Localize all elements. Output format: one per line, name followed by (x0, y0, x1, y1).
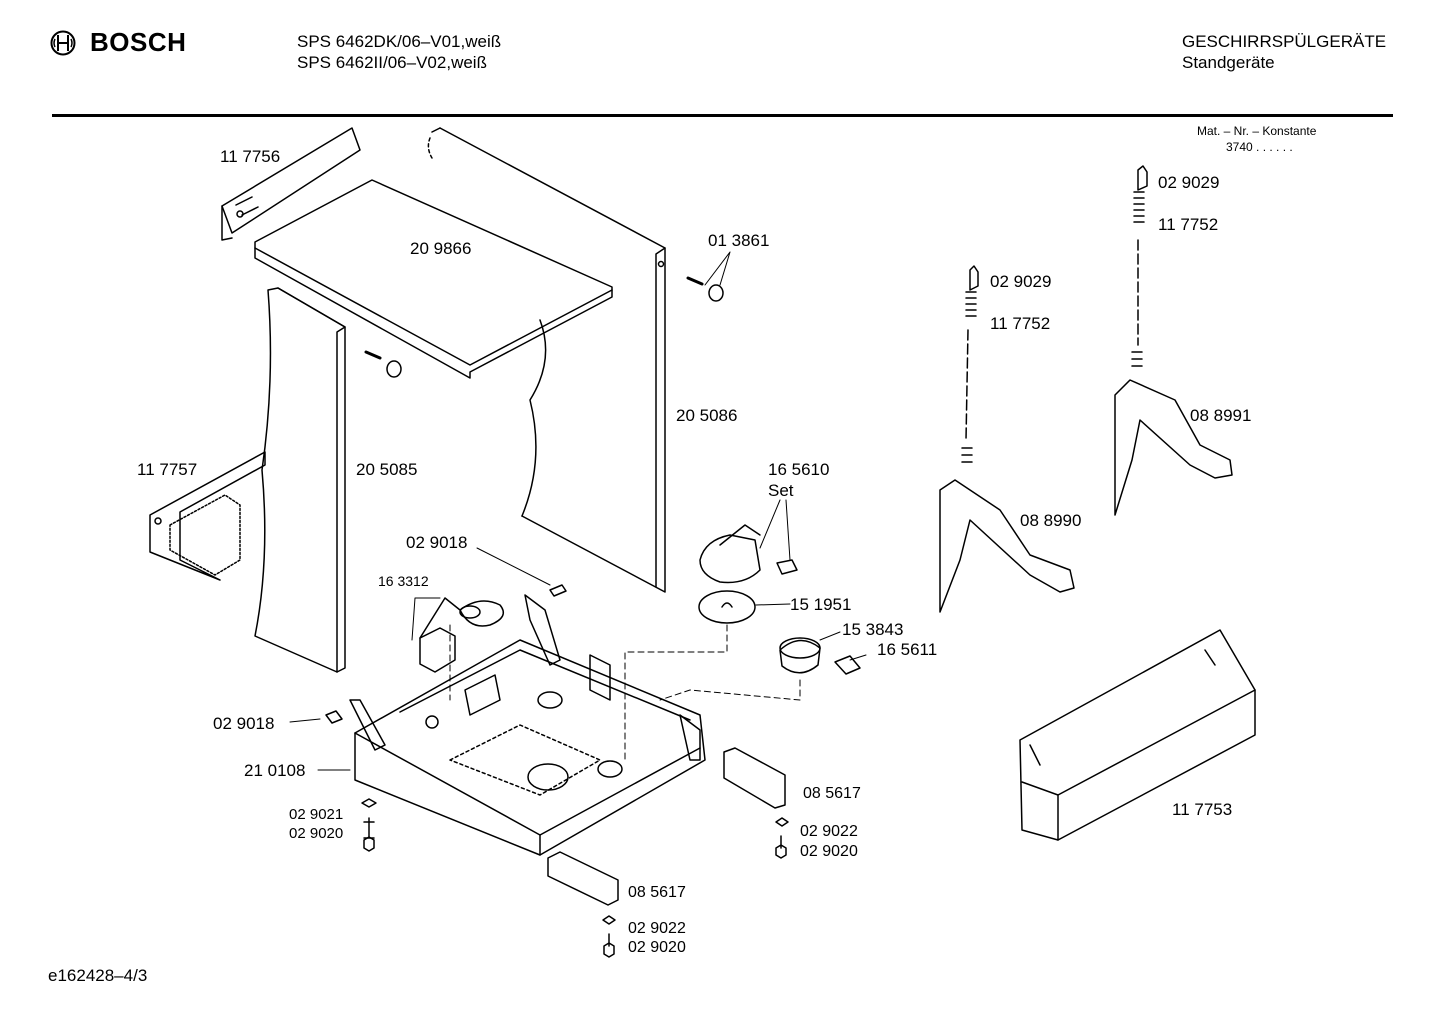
base-front-part (149, 451, 266, 581)
part-number: 02 9018 (213, 714, 275, 733)
model-line: SPS 6462DK/06–V01,weiß (297, 32, 502, 51)
part-number: 02 9029 (1158, 173, 1220, 192)
model-list: SPS 6462DK/06–V01,weiß SPS 6462II/06–V02… (297, 31, 501, 73)
model-line: SPS 6462II/06–V02,weiß (297, 53, 487, 72)
part-number: 21 0108 (244, 761, 306, 780)
part-number: 08 8990 (1020, 511, 1082, 530)
part-number: 02 9020 (289, 825, 344, 842)
part-number: 11 7752 (990, 314, 1051, 333)
part-number: 08 5617 (803, 785, 861, 802)
part-number: 08 5617 (628, 884, 686, 901)
connector-kit-part (419, 597, 505, 673)
brand-logo: BOSCH (50, 27, 186, 58)
part-number: 02 9020 (628, 939, 686, 956)
kickboard-part (1019, 629, 1256, 841)
part-number: 11 7752 (1158, 215, 1219, 234)
part-number: 16 5611 (877, 640, 938, 659)
part-number: 02 9022 (628, 920, 686, 937)
header-divider (52, 114, 1393, 117)
sensor-part (779, 637, 861, 675)
part-number: Set (768, 481, 794, 500)
material-note-label: Mat. – Nr. – Konstante (1197, 124, 1317, 138)
material-note-value: 3740 . . . . . . (1226, 140, 1293, 154)
part-number: 11 7757 (137, 460, 198, 479)
part-number: 02 9021 (289, 806, 344, 823)
leader-lines (289, 251, 867, 771)
part-number: 16 5610 (768, 460, 830, 479)
part-number: 11 7756 (220, 147, 281, 166)
brand-name: BOSCH (90, 27, 187, 57)
foot-slide-parts (361, 747, 789, 958)
part-number: 01 3861 (708, 231, 770, 250)
top-rail-part (221, 127, 361, 241)
disc-part (698, 590, 756, 624)
footer-code: e162428–4/3 (48, 966, 148, 985)
pump-set-part (699, 524, 798, 584)
screw-set-part (364, 276, 724, 378)
hinge-spring-parts (939, 165, 1233, 613)
part-number: 02 9029 (990, 272, 1052, 291)
category-block: GESCHIRRSPÜLGERÄTE Standgeräte (1182, 31, 1386, 73)
worktop-part (254, 179, 613, 379)
part-number: 20 5085 (356, 460, 418, 479)
assembly-guide-lines (449, 624, 801, 761)
part-number: 02 9018 (406, 533, 468, 552)
part-number: 11 7753 (1172, 800, 1233, 819)
part-number: 02 9022 (800, 823, 858, 840)
plug-part (325, 584, 567, 724)
part-number: 02 9020 (800, 843, 858, 860)
part-number: 16 3312 (378, 573, 429, 589)
base-tub-part (349, 594, 706, 856)
part-number: 08 8991 (1190, 406, 1252, 425)
part-number: 15 3843 (842, 620, 904, 639)
right-side-panel-part (427, 127, 666, 593)
part-number: 20 9866 (410, 239, 472, 258)
bosch-armature-icon (50, 30, 76, 55)
left-side-panel-part (254, 287, 346, 673)
category-title: GESCHIRRSPÜLGERÄTE (1182, 32, 1387, 51)
part-number: 15 1951 (790, 595, 852, 614)
part-number: 20 5086 (676, 406, 738, 425)
category-subtitle: Standgeräte (1182, 53, 1275, 72)
